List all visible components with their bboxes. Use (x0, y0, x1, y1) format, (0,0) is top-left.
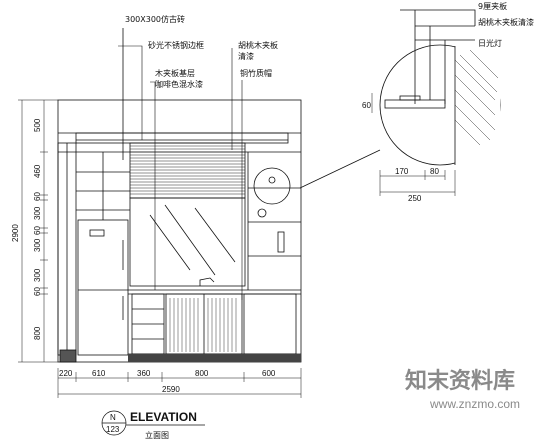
dim-v-60b: 60 (33, 226, 42, 235)
plinth (128, 354, 301, 362)
wall-hatch (454, 49, 499, 146)
tile-grid (76, 152, 130, 220)
callout-copper: 铜竹质帽 (240, 68, 272, 78)
dim-total-height: 2900 (11, 224, 20, 242)
detail-dim-250: 250 (408, 194, 422, 203)
roller-blind (129, 142, 246, 199)
dim-600: 600 (262, 369, 276, 378)
title-symbol (101, 410, 205, 436)
dim-v-300b: 300 (33, 238, 42, 252)
dim-v-60c: 60 (33, 287, 42, 296)
detail-dim-60: 60 (362, 101, 371, 110)
callout-walnut-2: 清漆 (238, 51, 254, 61)
dim-360: 360 (137, 369, 151, 378)
dim-v-800: 800 (33, 326, 42, 340)
detail-lamp: 日光灯 (478, 38, 502, 48)
callout-wood-2: 咖啡色混水漆 (155, 79, 203, 89)
watermark-url: www.znzmo.com (429, 397, 520, 411)
dim-total-width: 2590 (162, 385, 180, 394)
detail-dim-80: 80 (430, 167, 439, 176)
watermark-brand: 知末资料库 (405, 368, 515, 394)
dim-220: 220 (59, 369, 73, 378)
detail-walnut: 胡桃木夹板清漆 (478, 17, 534, 27)
left-dimension-lines (18, 99, 58, 363)
dim-v-300c: 300 (33, 268, 42, 282)
faucet (199, 277, 215, 286)
detail-dim-170: 170 (395, 167, 409, 176)
callout-walnut-1: 胡桃木夹板 (238, 40, 278, 50)
door-hatch (169, 298, 237, 352)
dim-v-60a: 60 (33, 192, 42, 201)
detail-board: 9厘夹板 (478, 1, 507, 11)
dim-v-500: 500 (33, 118, 42, 132)
dim-800: 800 (195, 369, 209, 378)
callout-wood-1: 木夹板基层 (155, 68, 195, 78)
label-number: N (110, 413, 116, 422)
callout-tile: 300X300仿古砖 (125, 14, 185, 24)
cabinet-outline (57, 99, 302, 363)
callout-steel-edge: 砂光不锈钢边框 (148, 40, 204, 50)
blind-slats (130, 145, 245, 195)
dim-v-300a: 300 (33, 206, 42, 220)
label-subtitle: 立面图 (145, 430, 169, 440)
detail-callout (299, 9, 501, 189)
refrigerator (77, 219, 129, 356)
dim-610: 610 (92, 369, 106, 378)
right-cabinet (243, 293, 297, 355)
label-title: ELEVATION (130, 410, 197, 424)
bottom-dimension-lines (57, 368, 302, 398)
label-sheet: 123 (106, 425, 120, 434)
dim-v-460: 460 (33, 164, 42, 178)
mirror-panel (129, 197, 246, 287)
